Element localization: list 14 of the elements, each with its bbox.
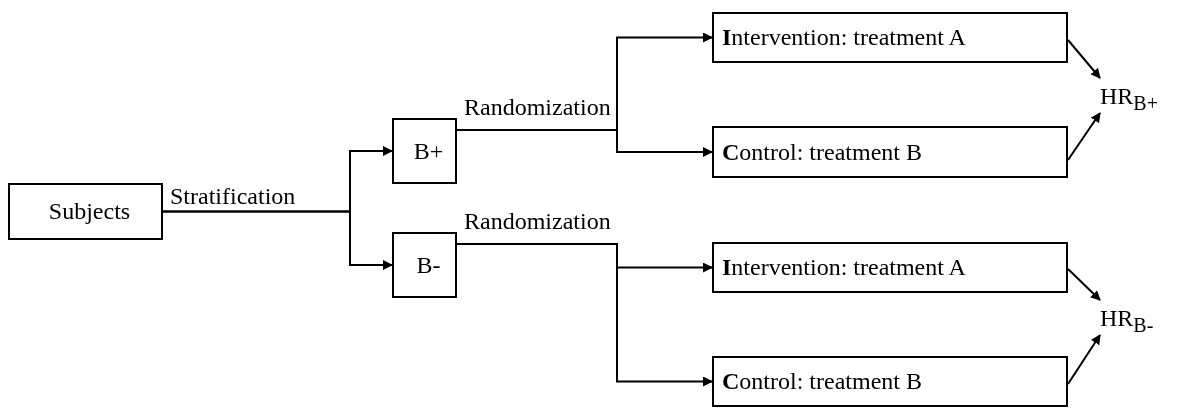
arrow: [1067, 268, 1101, 301]
process-box: Control: treatment B: [712, 126, 1068, 178]
process-box: Subjects: [8, 183, 163, 240]
process-box: Control: treatment B: [712, 356, 1068, 407]
arrow: [1067, 112, 1101, 161]
process-box: Intervention: treatment A: [712, 242, 1068, 293]
process-box: B-: [392, 232, 457, 298]
process-box: B+: [392, 118, 457, 184]
arrow: [162, 210, 393, 270]
arrow: [1067, 39, 1101, 79]
result-label: HR$_{B-}$: [1100, 305, 1154, 337]
process-box: Intervention: treatment A: [712, 12, 1068, 63]
result-label: HR$_{B+}$: [1100, 83, 1158, 115]
arrow: [1067, 334, 1101, 385]
